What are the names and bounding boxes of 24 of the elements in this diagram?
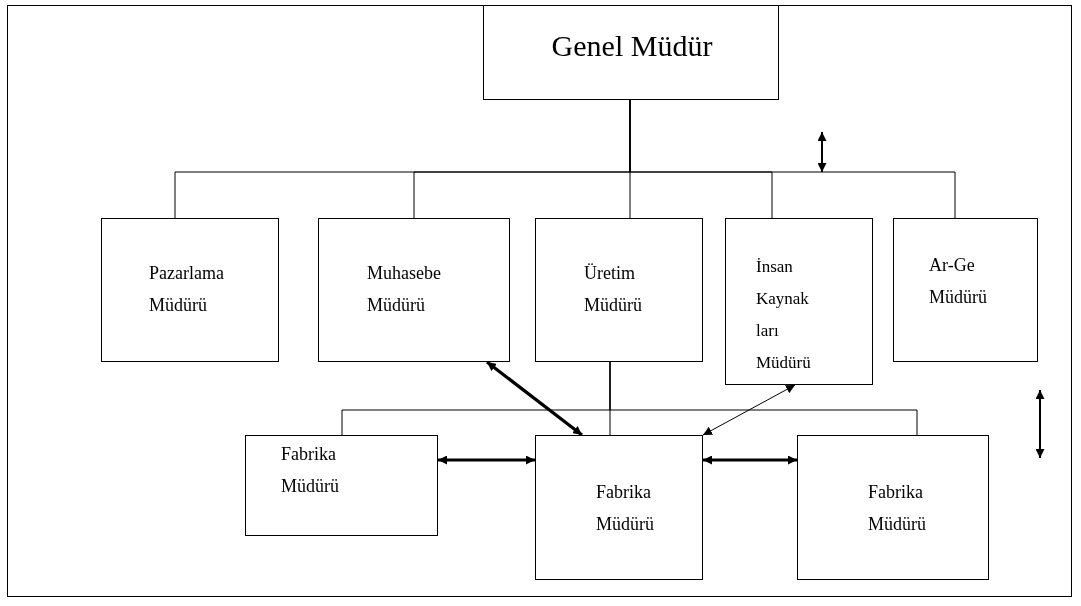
org-box xyxy=(725,218,873,385)
org-box xyxy=(245,435,438,536)
box-label: Muhasebe Müdürü xyxy=(367,262,442,317)
arrow xyxy=(702,384,796,436)
box-label: İnsan Kaynak ları Müdürü xyxy=(756,256,812,374)
org-box xyxy=(101,218,279,362)
connector-line xyxy=(609,361,918,436)
box-label: Fabrika Müdürü xyxy=(281,443,340,498)
box-label: Fabrika Müdürü xyxy=(596,481,655,536)
arrow xyxy=(703,455,797,465)
box-label: Fabrika Müdürü xyxy=(868,481,927,536)
org-box xyxy=(893,218,1038,362)
org-box xyxy=(797,435,989,580)
box-label: Genel Müdür xyxy=(550,28,714,64)
org-box xyxy=(483,5,779,100)
connector-line xyxy=(629,99,956,219)
org-box xyxy=(535,435,703,580)
org-box xyxy=(318,218,510,362)
arrow xyxy=(438,455,535,465)
box-label: Ar-Ge Müdürü xyxy=(929,254,988,309)
arrow xyxy=(486,360,583,437)
org-box xyxy=(535,218,703,362)
box-label: Pazarlama Müdürü xyxy=(149,262,225,317)
box-label: Üretim Müdürü xyxy=(584,262,643,317)
